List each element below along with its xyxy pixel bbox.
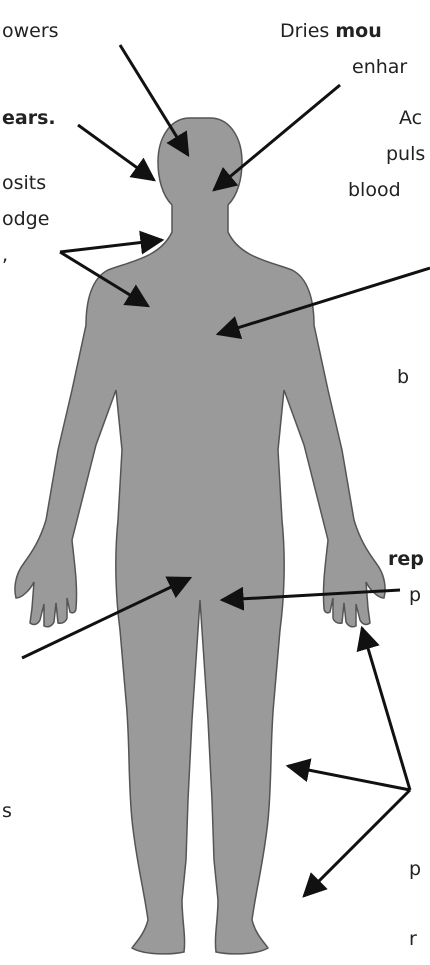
label-bottom-right-r: r (409, 928, 417, 950)
label-top-left: owers (2, 20, 59, 42)
label-left-s: s (2, 800, 12, 822)
label-rep: rep (388, 548, 424, 570)
label-top-right-bold: mou (335, 20, 381, 42)
label-bottom-right-p: p (409, 858, 421, 880)
label-ears: ears. (2, 107, 56, 129)
arrow-to-leg (304, 790, 410, 896)
arrow-to-ear (78, 125, 154, 180)
arrow-to-hand (362, 628, 410, 790)
label-mid-right-line2: puls (386, 143, 425, 165)
label-mid-right-line1: Ac (399, 107, 422, 129)
label-left-line2: odge (2, 208, 49, 230)
label-right-p: p (409, 584, 421, 606)
human-body-silhouette (15, 118, 385, 954)
arrow-to-thigh (288, 766, 410, 790)
label-right-b: b (397, 366, 409, 388)
label-top-right-line2: enhar (352, 56, 407, 78)
label-left-line3: , (2, 244, 8, 266)
label-left-line1: osits (2, 172, 46, 194)
label-top-right-prefix: Dries (280, 20, 335, 42)
arrow-to-head (120, 45, 188, 155)
label-top-right: Dries mou (280, 20, 382, 42)
label-mid-right-line3: blood (348, 179, 401, 201)
label-rep-bold: rep (388, 548, 424, 570)
label-ears-bold: ears. (2, 107, 56, 129)
arrow-to-neck (60, 240, 162, 252)
